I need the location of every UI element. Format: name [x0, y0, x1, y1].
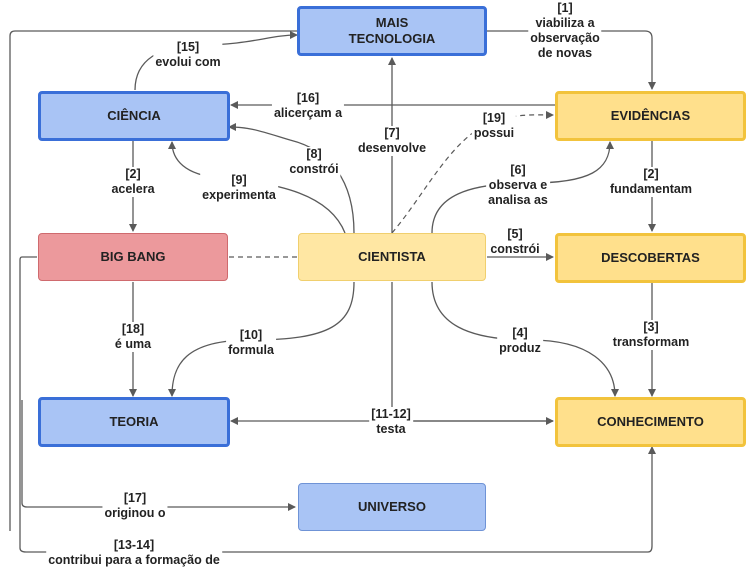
node-evidencias: EVIDÊNCIAS	[555, 91, 746, 141]
node-ciencia: CIÊNCIA	[38, 91, 230, 141]
label-5: [5] constrói	[490, 227, 540, 256]
node-mais-tecnologia: MAIS TECNOLOGIA	[297, 6, 487, 56]
label-2a: [2] acelera	[109, 167, 157, 197]
node-conhecimento: CONHECIMENTO	[555, 397, 746, 447]
node-big-bang: BIG BANG	[38, 233, 228, 281]
label-7: [7] desenvolve	[355, 126, 429, 156]
label-15: [15] evolui com	[153, 40, 223, 70]
label-3: [3] transformam	[610, 320, 692, 350]
label-18: [18] é uma	[112, 322, 154, 352]
edge-8	[228, 123, 355, 234]
label-13-14: [13-14] contribui para a formação de	[46, 538, 222, 568]
edge-13-14	[19, 256, 656, 553]
edge-19	[391, 110, 554, 234]
edge-15b	[9, 30, 297, 531]
label-8: [8] constrói	[287, 147, 341, 177]
node-universo: UNIVERSO	[298, 483, 486, 531]
edge-17	[21, 400, 296, 511]
edge-1	[487, 30, 656, 90]
label-1: [1] viabiliza a observação de novas	[528, 1, 602, 61]
label-2b: [2] fundamentam	[608, 167, 694, 197]
label-4: [4] produz	[497, 326, 543, 356]
label-6: [6] observa e analisa as	[486, 163, 550, 208]
label-17: [17] originou o	[102, 491, 168, 521]
node-descobertas: DESCOBERTAS	[555, 233, 746, 283]
label-11-12: [11-12] testa	[369, 407, 413, 437]
label-16: [16] alicerçam a	[271, 91, 345, 121]
label-19: [19] possui	[471, 111, 517, 141]
node-teoria: TEORIA	[38, 397, 230, 447]
label-10: [10] formula	[226, 328, 276, 358]
label-9: [9] experimenta	[200, 173, 278, 203]
node-cientista: CIENTISTA	[298, 233, 486, 281]
